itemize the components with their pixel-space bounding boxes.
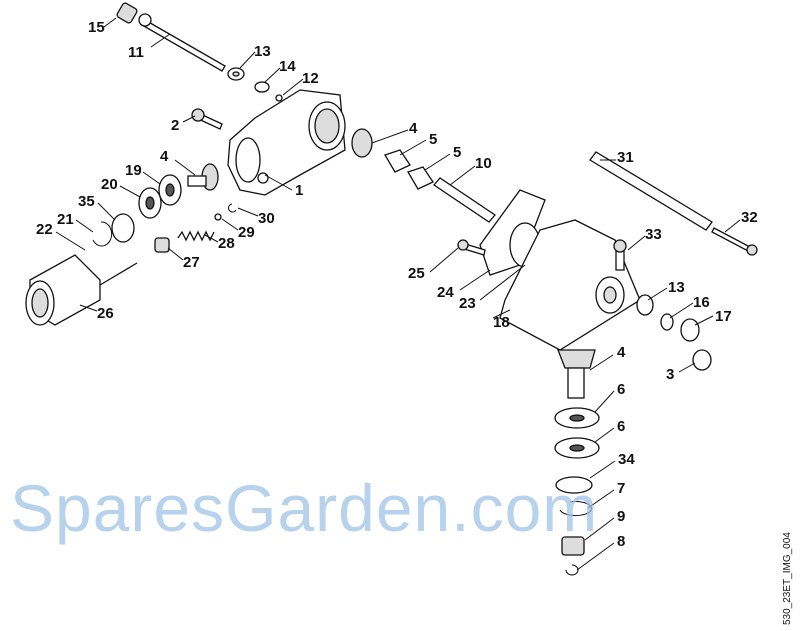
label-15: 15 bbox=[88, 19, 105, 36]
label-14: 14 bbox=[279, 58, 296, 75]
label-19: 19 bbox=[125, 162, 142, 179]
label-23: 23 bbox=[459, 295, 476, 312]
label-2: 2 bbox=[171, 117, 179, 134]
label-6: 6 bbox=[617, 381, 625, 398]
screw-25 bbox=[457, 239, 469, 251]
sleeve-5 bbox=[384, 149, 411, 173]
label-33: 33 bbox=[645, 226, 662, 243]
ring-16 bbox=[660, 313, 674, 331]
leader-lines bbox=[55, 17, 741, 571]
nut-15 bbox=[116, 2, 138, 24]
label-10: 10 bbox=[475, 155, 492, 172]
label-30: 30 bbox=[258, 210, 275, 227]
ring-12 bbox=[275, 94, 283, 102]
plug-27 bbox=[154, 237, 170, 253]
label-24: 24 bbox=[437, 284, 454, 301]
label-11: 11 bbox=[128, 44, 144, 61]
label-16: 16 bbox=[693, 294, 710, 311]
clip-30 bbox=[228, 203, 237, 213]
washer-29 bbox=[214, 213, 222, 221]
label-6b: 6 bbox=[617, 418, 625, 435]
clip-8 bbox=[565, 564, 579, 576]
label-1: 1 bbox=[295, 182, 303, 199]
watermark: SparesGarden.com bbox=[10, 471, 599, 545]
gear-housing-18 bbox=[499, 219, 641, 351]
bolt-32 bbox=[711, 227, 753, 253]
circlip-21 bbox=[92, 221, 113, 247]
label-4c: 4 bbox=[617, 344, 626, 361]
part-shapes bbox=[25, 2, 758, 576]
label-12: 12 bbox=[302, 70, 319, 87]
label-25: 25 bbox=[408, 265, 425, 282]
label-22: 22 bbox=[36, 221, 53, 238]
label-27: 27 bbox=[183, 254, 200, 271]
bolt-11 bbox=[141, 19, 226, 72]
sprocket-9 bbox=[561, 536, 585, 556]
label-7: 7 bbox=[617, 480, 625, 497]
label-20: 20 bbox=[101, 176, 118, 193]
part-labels: 15 11 13 14 12 2 4 19 20 35 21 22 1 30 2… bbox=[36, 19, 758, 550]
circlip-7 bbox=[559, 501, 593, 517]
label-9: 9 bbox=[617, 508, 625, 525]
label-13b: 13 bbox=[668, 279, 685, 296]
plug-3 bbox=[692, 349, 712, 371]
label-18: 18 bbox=[493, 314, 510, 331]
label-32: 32 bbox=[741, 209, 758, 226]
ring-34 bbox=[555, 476, 593, 494]
ring-35 bbox=[111, 213, 135, 243]
screw-2 bbox=[191, 108, 205, 122]
gear-4c bbox=[557, 349, 596, 369]
label-35: 35 bbox=[78, 193, 95, 210]
rod-31 bbox=[589, 151, 713, 231]
label-8: 8 bbox=[617, 533, 625, 550]
spring-28 bbox=[177, 230, 215, 242]
label-17: 17 bbox=[715, 308, 732, 325]
shaft-10 bbox=[433, 177, 496, 223]
label-13: 13 bbox=[254, 43, 271, 60]
label-5b: 5 bbox=[453, 144, 461, 161]
label-21: 21 bbox=[57, 211, 74, 228]
label-4b: 4 bbox=[409, 120, 418, 137]
label-28: 28 bbox=[218, 235, 235, 252]
label-4: 4 bbox=[160, 148, 169, 165]
label-29: 29 bbox=[238, 224, 255, 241]
label-34: 34 bbox=[618, 451, 635, 468]
plug-17 bbox=[680, 318, 700, 342]
pinion-4b bbox=[351, 128, 373, 158]
sleeve-5b bbox=[407, 166, 434, 190]
washer-13b bbox=[636, 294, 654, 316]
label-31: 31 bbox=[617, 149, 634, 166]
label-26: 26 bbox=[97, 305, 114, 322]
label-3: 3 bbox=[666, 366, 674, 383]
washer-14 bbox=[254, 81, 270, 93]
label-5: 5 bbox=[429, 131, 437, 148]
image-code: 530_23ET_IMG_004 bbox=[782, 532, 793, 625]
